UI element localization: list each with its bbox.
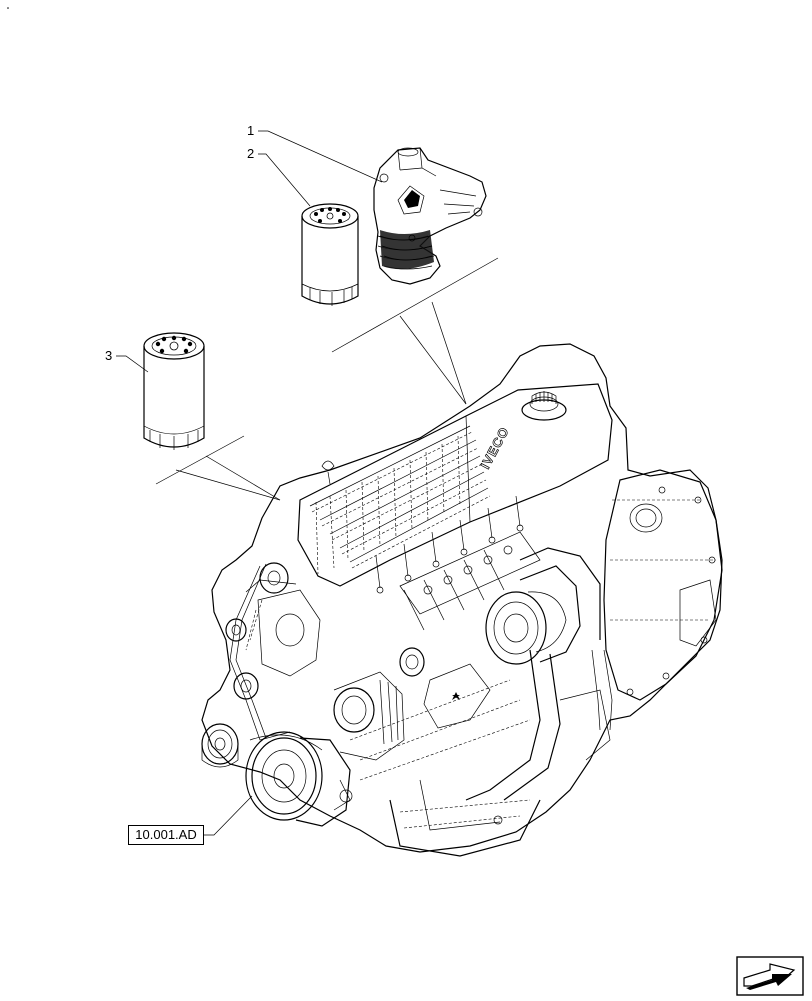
reference-link-label[interactable]: 10.001.AD [128, 825, 204, 845]
callout-3: 3 [105, 348, 112, 363]
part-fuel-filter-housing[interactable] [373, 147, 487, 285]
part-fuel-filter-cartridge[interactable] [301, 203, 359, 306]
engine-brand-text: IVECO [477, 424, 512, 471]
part-oil-filter-cartridge[interactable] [143, 332, 205, 450]
next-page-arrow-icon[interactable] [736, 956, 804, 996]
turbocharger [399, 565, 581, 677]
leader-lines [116, 130, 499, 836]
ac-compressor-pulley [201, 723, 239, 768]
oil-fill-cap [521, 391, 567, 421]
callout-1: 1 [247, 123, 254, 138]
engine-assembly: IVECO [201, 343, 723, 857]
callout-2: 2 [247, 146, 254, 161]
corner-dot [7, 7, 9, 9]
crankshaft-pulley [245, 731, 351, 827]
alternator [333, 671, 405, 761]
flywheel-housing [603, 469, 723, 701]
